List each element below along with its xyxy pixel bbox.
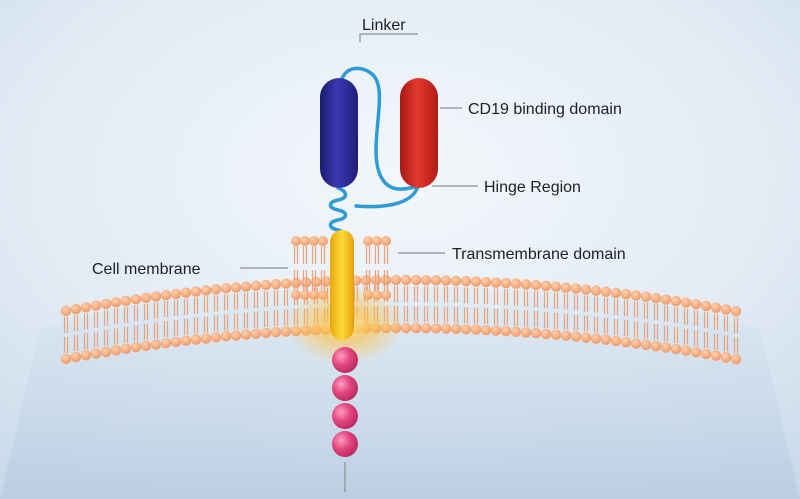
lipid [450, 275, 462, 335]
lipid [470, 276, 482, 335]
hinge-region-label: Hinge Region [484, 179, 581, 196]
signaling-domain [332, 347, 358, 457]
patch-lipid [291, 236, 301, 300]
lipid [660, 294, 672, 353]
lipid [520, 279, 532, 338]
lipid [170, 288, 182, 348]
lipid [530, 279, 542, 339]
linker-leader [359, 33, 418, 42]
linker-label: Linker [362, 17, 406, 34]
lipid [420, 274, 432, 334]
lipid [570, 283, 582, 342]
lipid [270, 279, 282, 338]
signaling-bead [332, 431, 358, 457]
heavy-chain-domain [320, 78, 358, 188]
lipid [710, 302, 722, 361]
lipid [560, 282, 572, 341]
lipid [690, 299, 702, 358]
lipid [210, 284, 222, 343]
hinge-connector [354, 184, 420, 209]
lipid [630, 290, 642, 349]
lipid [620, 288, 632, 348]
lipid [410, 274, 422, 334]
lipid [480, 276, 492, 336]
lipid [60, 305, 72, 365]
lipid [550, 281, 562, 340]
lipid [510, 278, 522, 337]
lipid [90, 300, 102, 359]
transmembrane-rod [330, 230, 354, 340]
lipid [80, 302, 92, 361]
lipid [140, 292, 152, 352]
lipid [230, 282, 242, 341]
lipid [640, 291, 652, 350]
lipid [600, 286, 612, 345]
lipid [190, 286, 202, 345]
lipid [460, 276, 472, 335]
transmembrane-domain-label: Transmembrane domain [452, 246, 626, 263]
lipid [430, 275, 442, 334]
lipid [610, 287, 622, 347]
signaling-bead [332, 375, 358, 401]
lipid [700, 300, 712, 360]
lipid [720, 304, 732, 363]
signaling-bead [332, 347, 358, 373]
lipid [110, 297, 122, 356]
lipid [650, 292, 662, 352]
lipid [540, 280, 552, 340]
lipid [730, 306, 742, 365]
light-chain-domain [400, 78, 438, 188]
cell-interior [0, 275, 800, 499]
leader-lines [240, 33, 478, 269]
lipid [680, 297, 692, 356]
lipid [120, 295, 132, 354]
lipid [580, 284, 592, 343]
lipid [150, 291, 162, 350]
lipid [250, 280, 262, 339]
cd19-binding-domain-label: CD19 binding domain [468, 101, 622, 118]
lipid [70, 303, 82, 363]
cell-membrane-label: Cell membrane [92, 261, 201, 278]
lipid [220, 283, 232, 342]
lipid [260, 279, 272, 339]
lipid [130, 294, 142, 353]
lipid [490, 277, 502, 336]
lipid [590, 285, 602, 344]
lipid [200, 285, 212, 344]
lipid [440, 275, 452, 334]
lipid [100, 298, 112, 358]
lipid [670, 295, 682, 355]
lipid [240, 281, 252, 340]
lipid [180, 287, 192, 346]
signaling-bead [332, 403, 358, 429]
lipid [500, 277, 512, 337]
lipid [160, 289, 172, 349]
